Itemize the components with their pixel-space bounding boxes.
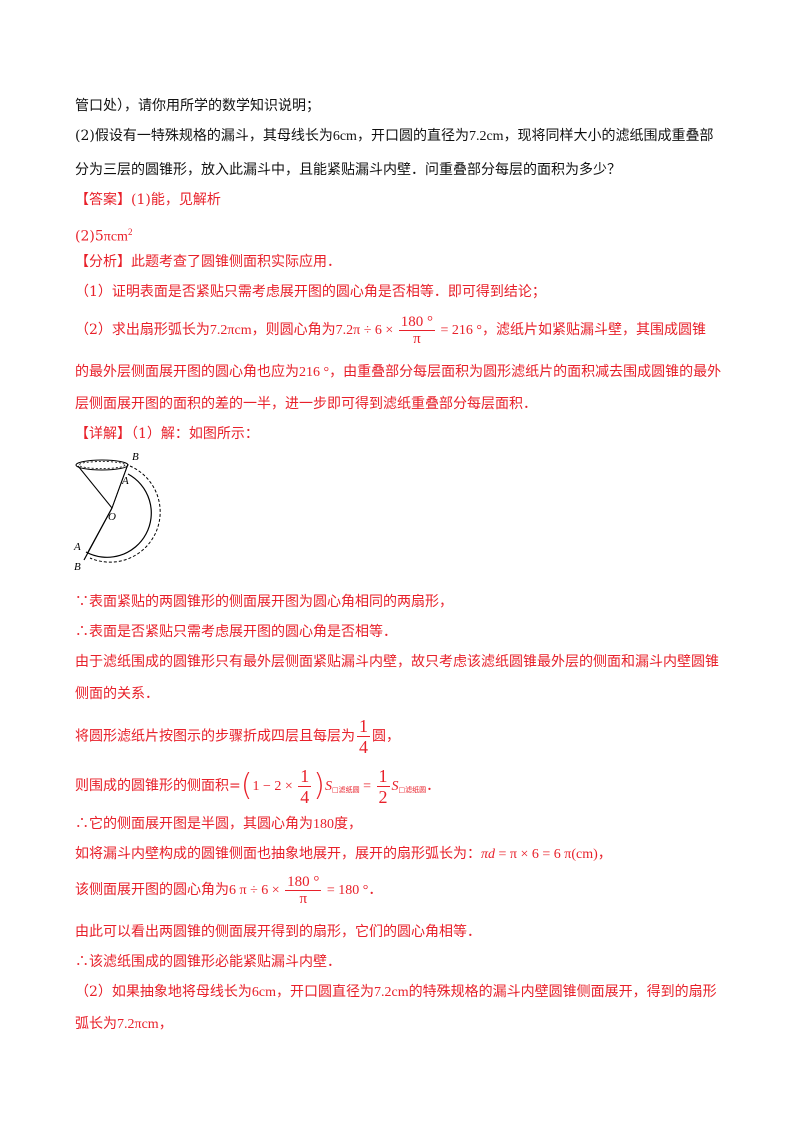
cone-unfolding-figure: B A O A B bbox=[73, 451, 161, 573]
detail-1-line: ∵表面紧贴的两圆锥形的侧面展开图为圆心角相同的两扇形， bbox=[75, 594, 453, 610]
fraction: 180 °π bbox=[285, 873, 322, 907]
analysis-tag: 【分析】 bbox=[75, 254, 131, 270]
detail-10-line: 由此可以看出两圆锥的侧面展开得到的扇形，它们的圆心角相等． bbox=[75, 924, 481, 940]
detail-12-line: （2）如果抽象地将母线长为6cm，开口圆直径为7.2cm的特殊规格的漏斗内壁圆锥… bbox=[75, 984, 717, 1000]
detail-4-line: 侧面的关系． bbox=[75, 686, 159, 702]
label-b-top: B bbox=[132, 451, 139, 463]
answer-2-line: (2)5πcm2 bbox=[75, 227, 133, 245]
question-2-line-1: (2)假设有一特殊规格的漏斗，其母线长为6cm，开口圆的直径为7.2cm，现将同… bbox=[75, 128, 714, 144]
detail-9-line: 该侧面展开图的圆心角为6 π ÷ 6 × 180 °π = 180 °． bbox=[75, 873, 383, 907]
label-a-low: A bbox=[73, 541, 81, 553]
detail-13-line: 弧长为7.2πcm， bbox=[75, 1016, 173, 1032]
solid-arc bbox=[85, 473, 152, 558]
analysis-3-line: 的最外层侧面展开图的圆心角也应为216 °，由重叠部分每层面积为圆形滤纸片的面积… bbox=[75, 364, 722, 380]
text-line: 管口处），请你用所学的数学知识说明； bbox=[75, 98, 320, 114]
detail-tag: 【详解】 bbox=[75, 426, 131, 442]
question-2-line-2: 分为三层的圆锥形，放入此漏斗中，且能紧贴漏斗内壁．问重叠部分每层的面积为多少？ bbox=[75, 162, 621, 178]
analysis-1-line: （1）证明表面是否紧贴只需考虑展开图的圆心角是否相等．即可得到结论； bbox=[75, 284, 546, 300]
label-o: O bbox=[108, 511, 116, 523]
detail-3-line: 由于滤纸围成的圆锥形只有最外层侧面紧贴漏斗内壁，故只考虑该滤纸圆锥最外层的侧面和… bbox=[75, 654, 719, 670]
label-a-mid: A bbox=[121, 475, 129, 487]
analysis-line: 【分析】此题考查了圆锥侧面积实际应用． bbox=[75, 254, 341, 270]
fraction: 180 °π bbox=[398, 313, 436, 347]
detail-8-line: 如将漏斗内壁构成的圆锥侧面也抽象地展开，展开的扇形弧长为：πd = π × 6 … bbox=[75, 846, 612, 862]
analysis-4-line: 层侧面展开图的面积的差的一半，进一步即可得到滤纸重叠部分每层面积． bbox=[75, 396, 537, 412]
dashed-arc bbox=[89, 465, 161, 563]
analysis-2-line: （2）求出扇形弧长为7.2πcm，则圆心角为7.2π ÷ 6 × 180 °π … bbox=[75, 313, 707, 347]
detail-2-line: ∴表面是否紧贴只需考虑展开图的圆心角是否相等． bbox=[75, 624, 397, 640]
label-b-low: B bbox=[74, 561, 81, 573]
detail-11-line: ∴该滤纸围成的圆锥形必能紧贴漏斗内壁． bbox=[75, 954, 341, 970]
cone-top-ellipse bbox=[75, 459, 129, 471]
answer-tag: 【答案】 bbox=[75, 192, 131, 208]
answer-line: 【答案】(1)能，见解析 bbox=[75, 192, 221, 208]
detail-7-line: ∴它的侧面展开图是半圆，其圆心角为180度， bbox=[75, 816, 362, 832]
detail-line: 【详解】（1）解：如图所示： bbox=[75, 426, 259, 442]
